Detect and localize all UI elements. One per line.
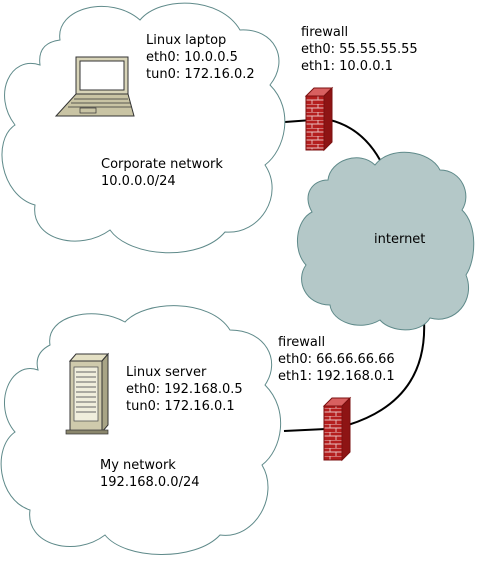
- corporate-network-subnet: 10.0.0.0/24: [101, 174, 176, 189]
- server-icon: [65, 352, 110, 435]
- firewall-top-eth0: eth0: 55.55.55.55: [301, 42, 418, 57]
- laptop-tun0: tun0: 172.16.0.2: [146, 67, 255, 82]
- laptop-name: Linux laptop: [146, 33, 227, 48]
- firewall-top-eth1: eth1: 10.0.0.1: [301, 59, 393, 74]
- my-network-name: My network: [100, 458, 176, 473]
- server-eth0: eth0: 192.168.0.5: [126, 382, 243, 397]
- my-network-cloud: [0, 305, 282, 555]
- internet-cloud: [296, 151, 475, 331]
- firewall-bottom-icon: [322, 396, 352, 462]
- server-name: Linux server: [126, 365, 207, 380]
- laptop-eth0: eth0: 10.0.0.5: [146, 50, 238, 65]
- corporate-network-cloud: [1, 2, 286, 254]
- laptop-icon: [54, 56, 135, 117]
- corporate-network-name: Corporate network: [101, 157, 223, 172]
- firewall-bottom-name: firewall: [278, 335, 326, 350]
- link-firewall-to-internet: [329, 119, 381, 161]
- firewall-top-name: firewall: [301, 25, 349, 40]
- firewall-top-icon: [304, 86, 334, 152]
- firewall-bottom-eth1: eth1: 192.168.0.1: [278, 369, 395, 384]
- link-firewall-to-my-network: [283, 428, 327, 432]
- my-network-subnet: 192.168.0.0/24: [100, 475, 200, 490]
- link-internet-to-firewall: [347, 319, 426, 426]
- firewall-bottom-eth0: eth0: 66.66.66.66: [278, 352, 395, 367]
- internet-label: internet: [374, 232, 426, 247]
- server-tun0: tun0: 172.16.0.1: [126, 399, 235, 414]
